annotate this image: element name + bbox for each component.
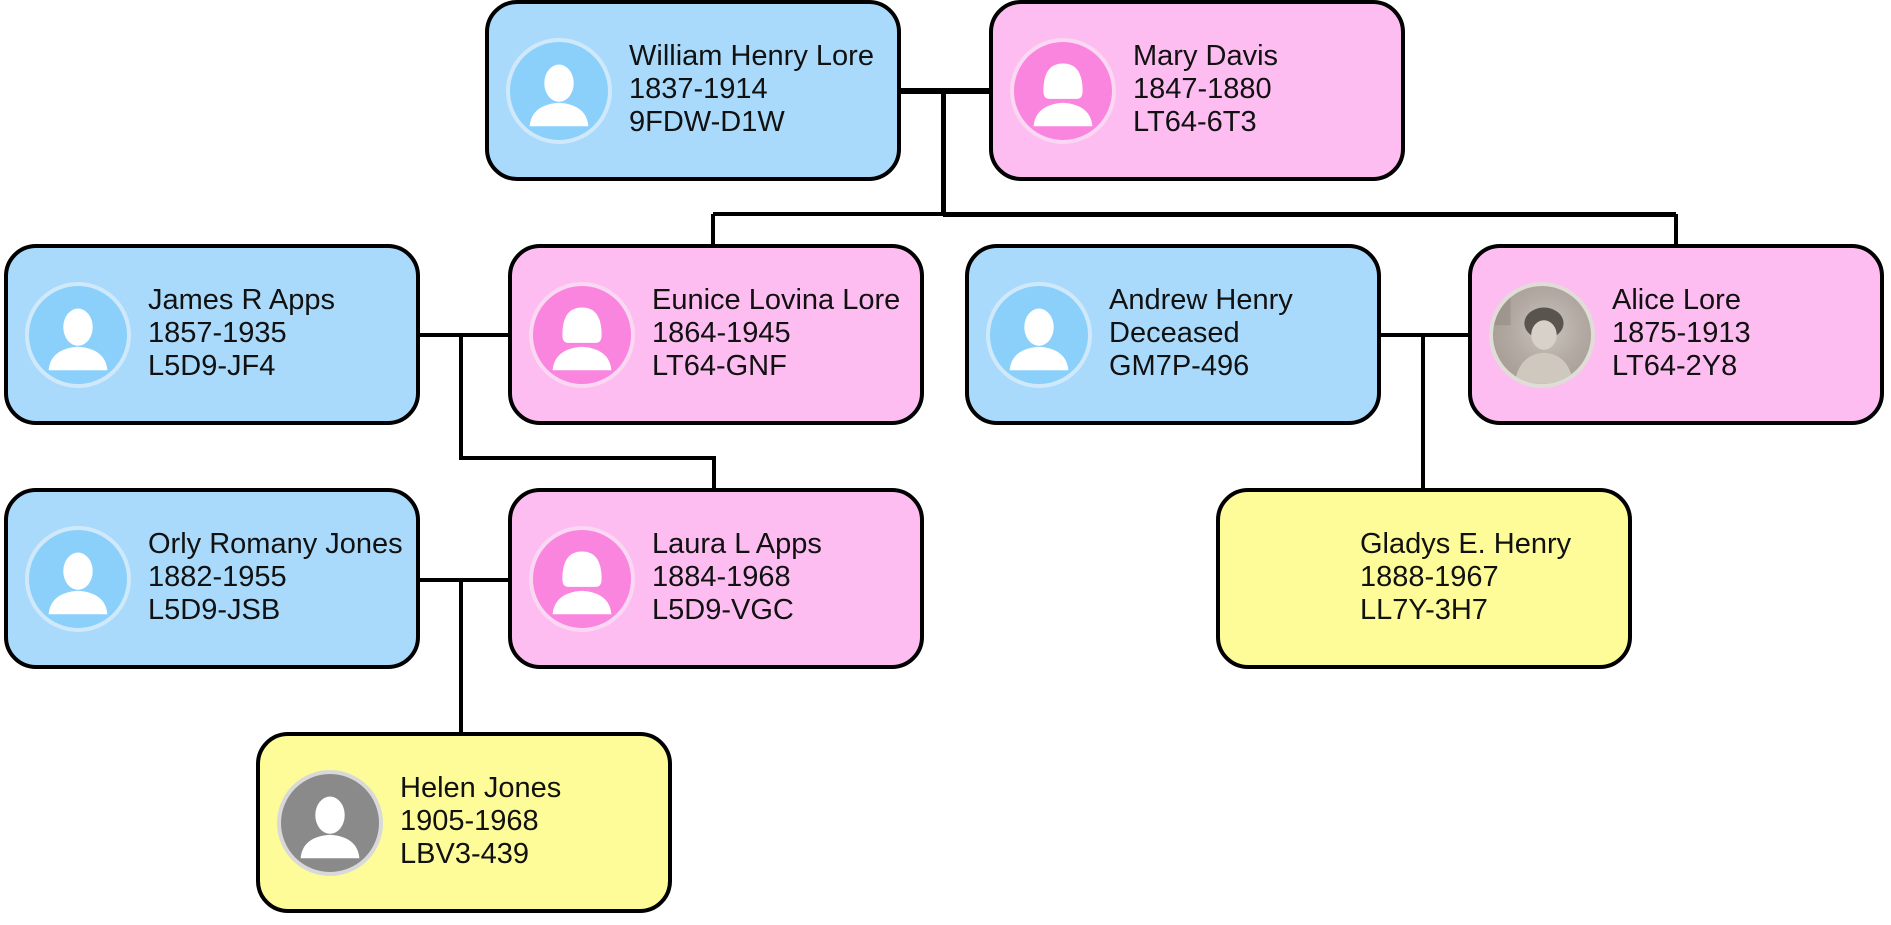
- person-id: GM7P-496: [1109, 350, 1250, 382]
- silhouette-male-icon: [506, 38, 612, 144]
- person-dates: 1857-1935: [148, 317, 287, 349]
- silhouette-female-icon: [529, 282, 635, 388]
- person-card-andrew[interactable]: Andrew Henry Deceased GM7P-496: [965, 244, 1381, 425]
- person-name: Orly Romany Jones: [148, 528, 403, 560]
- person-name: Mary Davis: [1133, 40, 1279, 72]
- silhouette-male-icon: [986, 282, 1092, 388]
- person-name: Alice Lore: [1612, 284, 1741, 316]
- person-name: Laura L Apps: [652, 528, 822, 560]
- person-card-laura[interactable]: Laura L Apps 1884-1968 L5D9-VGC: [508, 488, 924, 669]
- silhouette-gray-icon: [277, 770, 383, 876]
- person-id: LBV3-439: [400, 838, 529, 870]
- person-card-william[interactable]: William Henry Lore 1837-1914 9FDW-D1W: [485, 0, 901, 181]
- person-dates: Deceased: [1109, 317, 1240, 349]
- person-card-james[interactable]: James R Apps 1857-1935 L5D9-JF4: [4, 244, 420, 425]
- person-name: James R Apps: [148, 284, 335, 316]
- person-card-gladys[interactable]: Gladys E. Henry 1888-1967 LL7Y-3H7: [1216, 488, 1632, 669]
- portrait-photo: [1489, 282, 1595, 388]
- person-id: L5D9-VGC: [652, 594, 794, 626]
- person-id: L5D9-JSB: [148, 594, 281, 626]
- person-dates: 1837-1914: [629, 73, 768, 105]
- person-dates: 1864-1945: [652, 317, 791, 349]
- person-name: Gladys E. Henry: [1360, 528, 1572, 560]
- person-id: LT64-2Y8: [1612, 350, 1738, 382]
- silhouette-male-icon: [25, 526, 131, 632]
- person-id: L5D9-JF4: [148, 350, 276, 382]
- connector-orly-laura: [417, 578, 508, 733]
- person-name: William Henry Lore: [629, 40, 874, 72]
- connector-andrew-alice: [1377, 333, 1468, 488]
- person-dates: 1847-1880: [1133, 73, 1272, 105]
- person-name: Eunice Lovina Lore: [652, 284, 901, 316]
- person-card-eunice[interactable]: Eunice Lovina Lore 1864-1945 LT64-GNF: [508, 244, 924, 425]
- person-dates: 1905-1968: [400, 805, 539, 837]
- person-id: 9FDW-D1W: [629, 106, 785, 138]
- person-name: Helen Jones: [400, 772, 562, 804]
- person-id: LT64-6T3: [1133, 106, 1257, 138]
- person-card-orly[interactable]: Orly Romany Jones 1882-1955 L5D9-JSB: [4, 488, 420, 669]
- person-dates: 1875-1913: [1612, 317, 1751, 349]
- silhouette-female-icon: [1010, 38, 1116, 144]
- person-name: Andrew Henry: [1109, 284, 1293, 316]
- person-card-helen[interactable]: Helen Jones 1905-1968 LBV3-439: [256, 732, 672, 913]
- person-dates: 1888-1967: [1360, 561, 1499, 593]
- person-id: LL7Y-3H7: [1360, 594, 1488, 626]
- person-dates: 1884-1968: [652, 561, 791, 593]
- silhouette-male-icon: [25, 282, 131, 388]
- person-card-alice[interactable]: Alice Lore 1875-1913 LT64-2Y8: [1468, 244, 1884, 425]
- person-id: LT64-GNF: [652, 350, 787, 382]
- silhouette-female-icon: [529, 526, 635, 632]
- person-dates: 1882-1955: [148, 561, 287, 593]
- person-card-mary[interactable]: Mary Davis 1847-1880 LT64-6T3: [989, 0, 1405, 181]
